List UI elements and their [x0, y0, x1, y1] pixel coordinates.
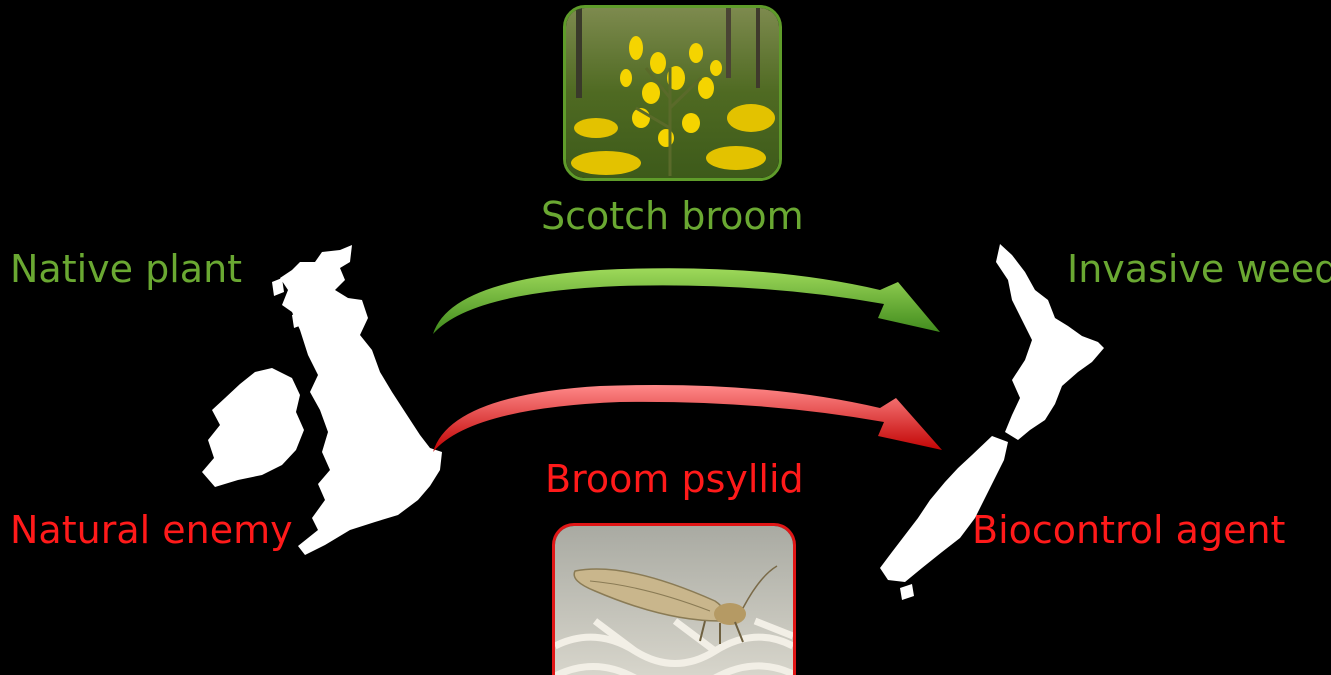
enemy-release-arrow	[433, 385, 942, 452]
plant-spread-arrow	[433, 268, 940, 334]
british-isles-map	[202, 245, 442, 555]
